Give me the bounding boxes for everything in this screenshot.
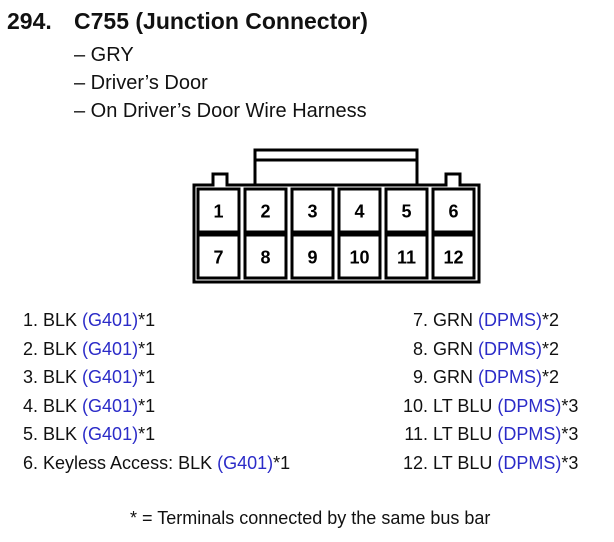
terminal-row: 6. Keyless Access: BLK (G401)*1 (0, 451, 290, 475)
pin-number-4: 4 (354, 202, 364, 222)
wire-description: GRN (433, 338, 479, 359)
pin-cavity-8 (243, 233, 288, 280)
reference-link[interactable]: (G401) (82, 424, 139, 445)
pin-cavity-6 (431, 187, 476, 234)
reference-link[interactable]: (DPMS) (497, 453, 562, 473)
wire-description: GRN (433, 310, 479, 330)
bus-bar-note: *2 (542, 367, 560, 388)
terminal-row: 4. BLK (G401)*1 (0, 394, 155, 418)
bus-bar-note: *1 (138, 310, 156, 330)
terminal-number: 9. (412, 367, 428, 388)
connector-title: 294. C755 (Junction Connector) (7, 8, 368, 35)
terminal-row: 2. BLK (G401)*1 (0, 337, 155, 361)
terminal-row: 7. GRN (DPMS)*2 (398, 308, 559, 332)
pin-number-8: 8 (260, 248, 270, 268)
reference-link[interactable]: (G401) (82, 395, 139, 416)
terminal-number: 1. (22, 310, 38, 330)
pin-number-2: 2 (260, 202, 270, 222)
pin-cavity-4 (337, 187, 382, 234)
wire-description: BLK (43, 424, 83, 445)
terminal-number: 10. (402, 395, 428, 416)
bus-bar-note: *1 (273, 453, 291, 473)
bus-bar-note: *3 (561, 395, 579, 416)
detail-location: – Driver’s Door (74, 72, 208, 94)
terminal-number: 4. (22, 395, 38, 416)
pin-number-1: 1 (213, 202, 223, 222)
bus-bar-note: *3 (561, 453, 579, 473)
reference-link[interactable]: (DPMS) (478, 310, 543, 330)
wire-description: LT BLU (433, 395, 498, 416)
terminal-number: 5. (22, 424, 38, 445)
pin-number-9: 9 (307, 248, 317, 268)
pin-cavity-2 (243, 187, 288, 234)
connector-lock-tab (253, 148, 419, 185)
pin-cavity-7 (196, 233, 241, 280)
terminal-number: 12. (402, 453, 428, 473)
wire-description: BLK (43, 338, 83, 359)
pin-number-11: 11 (397, 248, 416, 268)
pin-cavity-5 (384, 187, 429, 234)
terminal-row: 3. BLK (G401)*1 (0, 365, 155, 389)
pin-cavity-12 (431, 233, 476, 280)
bus-bar-note: *1 (138, 367, 156, 388)
wire-description: BLK (43, 367, 83, 388)
terminal-number: 7. (412, 310, 428, 330)
terminal-number: 2. (22, 338, 38, 359)
pin-number-3: 3 (307, 202, 317, 222)
terminal-number: 6. (22, 453, 38, 473)
pin-cavity-3 (290, 187, 335, 234)
pin-number-10: 10 (349, 248, 369, 268)
pin-cavity-1 (196, 187, 241, 234)
bus-bar-note: *1 (138, 424, 156, 445)
wire-description: BLK (43, 310, 83, 330)
bus-bar-note: *2 (542, 310, 560, 330)
detail-color: – GRY (74, 44, 134, 66)
bus-bar-note: *3 (561, 424, 579, 445)
reference-link[interactable]: (DPMS) (497, 395, 562, 416)
pin-number-5: 5 (401, 202, 411, 222)
reference-link[interactable]: (G401) (82, 310, 139, 330)
terminal-row: 1. BLK (G401)*1 (0, 308, 155, 332)
pin-cavity-10 (337, 233, 382, 280)
wire-description: BLK (43, 395, 83, 416)
connector-name: C755 (Junction Connector) (74, 8, 368, 34)
wire-description: LT BLU (433, 453, 498, 473)
terminal-number: 11. (404, 424, 428, 445)
reference-link[interactable]: (DPMS) (497, 424, 562, 445)
reference-link[interactable]: (G401) (82, 367, 139, 388)
reference-link[interactable]: (G401) (82, 338, 139, 359)
reference-link[interactable]: (DPMS) (478, 367, 543, 388)
terminal-row: 11. LT BLU (DPMS)*3 (398, 422, 578, 446)
terminal-row: 12. LT BLU (DPMS)*3 (398, 451, 578, 475)
pin-cavity-11 (384, 233, 429, 280)
terminal-number: 8. (412, 338, 428, 359)
pin-number-7: 7 (213, 248, 223, 268)
connector-housing (192, 172, 481, 284)
pin-number-6: 6 (448, 202, 458, 222)
detail-harness: – On Driver’s Door Wire Harness (74, 100, 367, 122)
footnote: * = Terminals connected by the same bus … (130, 508, 491, 528)
bus-bar-note: *2 (542, 338, 560, 359)
terminal-row: 5. BLK (G401)*1 (0, 422, 155, 446)
terminal-row: 9. GRN (DPMS)*2 (398, 365, 559, 389)
entry-number: 294. (7, 8, 52, 34)
reference-link[interactable]: (G401) (217, 453, 274, 473)
reference-link[interactable]: (DPMS) (478, 338, 543, 359)
wire-description: LT BLU (433, 424, 498, 445)
bus-bar-note: *1 (138, 338, 156, 359)
terminal-row: 10. LT BLU (DPMS)*3 (398, 394, 578, 418)
wire-description: Keyless Access: BLK (43, 453, 218, 473)
wire-description: GRN (433, 367, 479, 388)
pin-cavity-9 (290, 233, 335, 280)
terminal-row: 8. GRN (DPMS)*2 (398, 337, 559, 361)
pin-number-12: 12 (443, 248, 463, 268)
bus-bar-note: *1 (138, 395, 156, 416)
terminal-number: 3. (22, 367, 38, 388)
